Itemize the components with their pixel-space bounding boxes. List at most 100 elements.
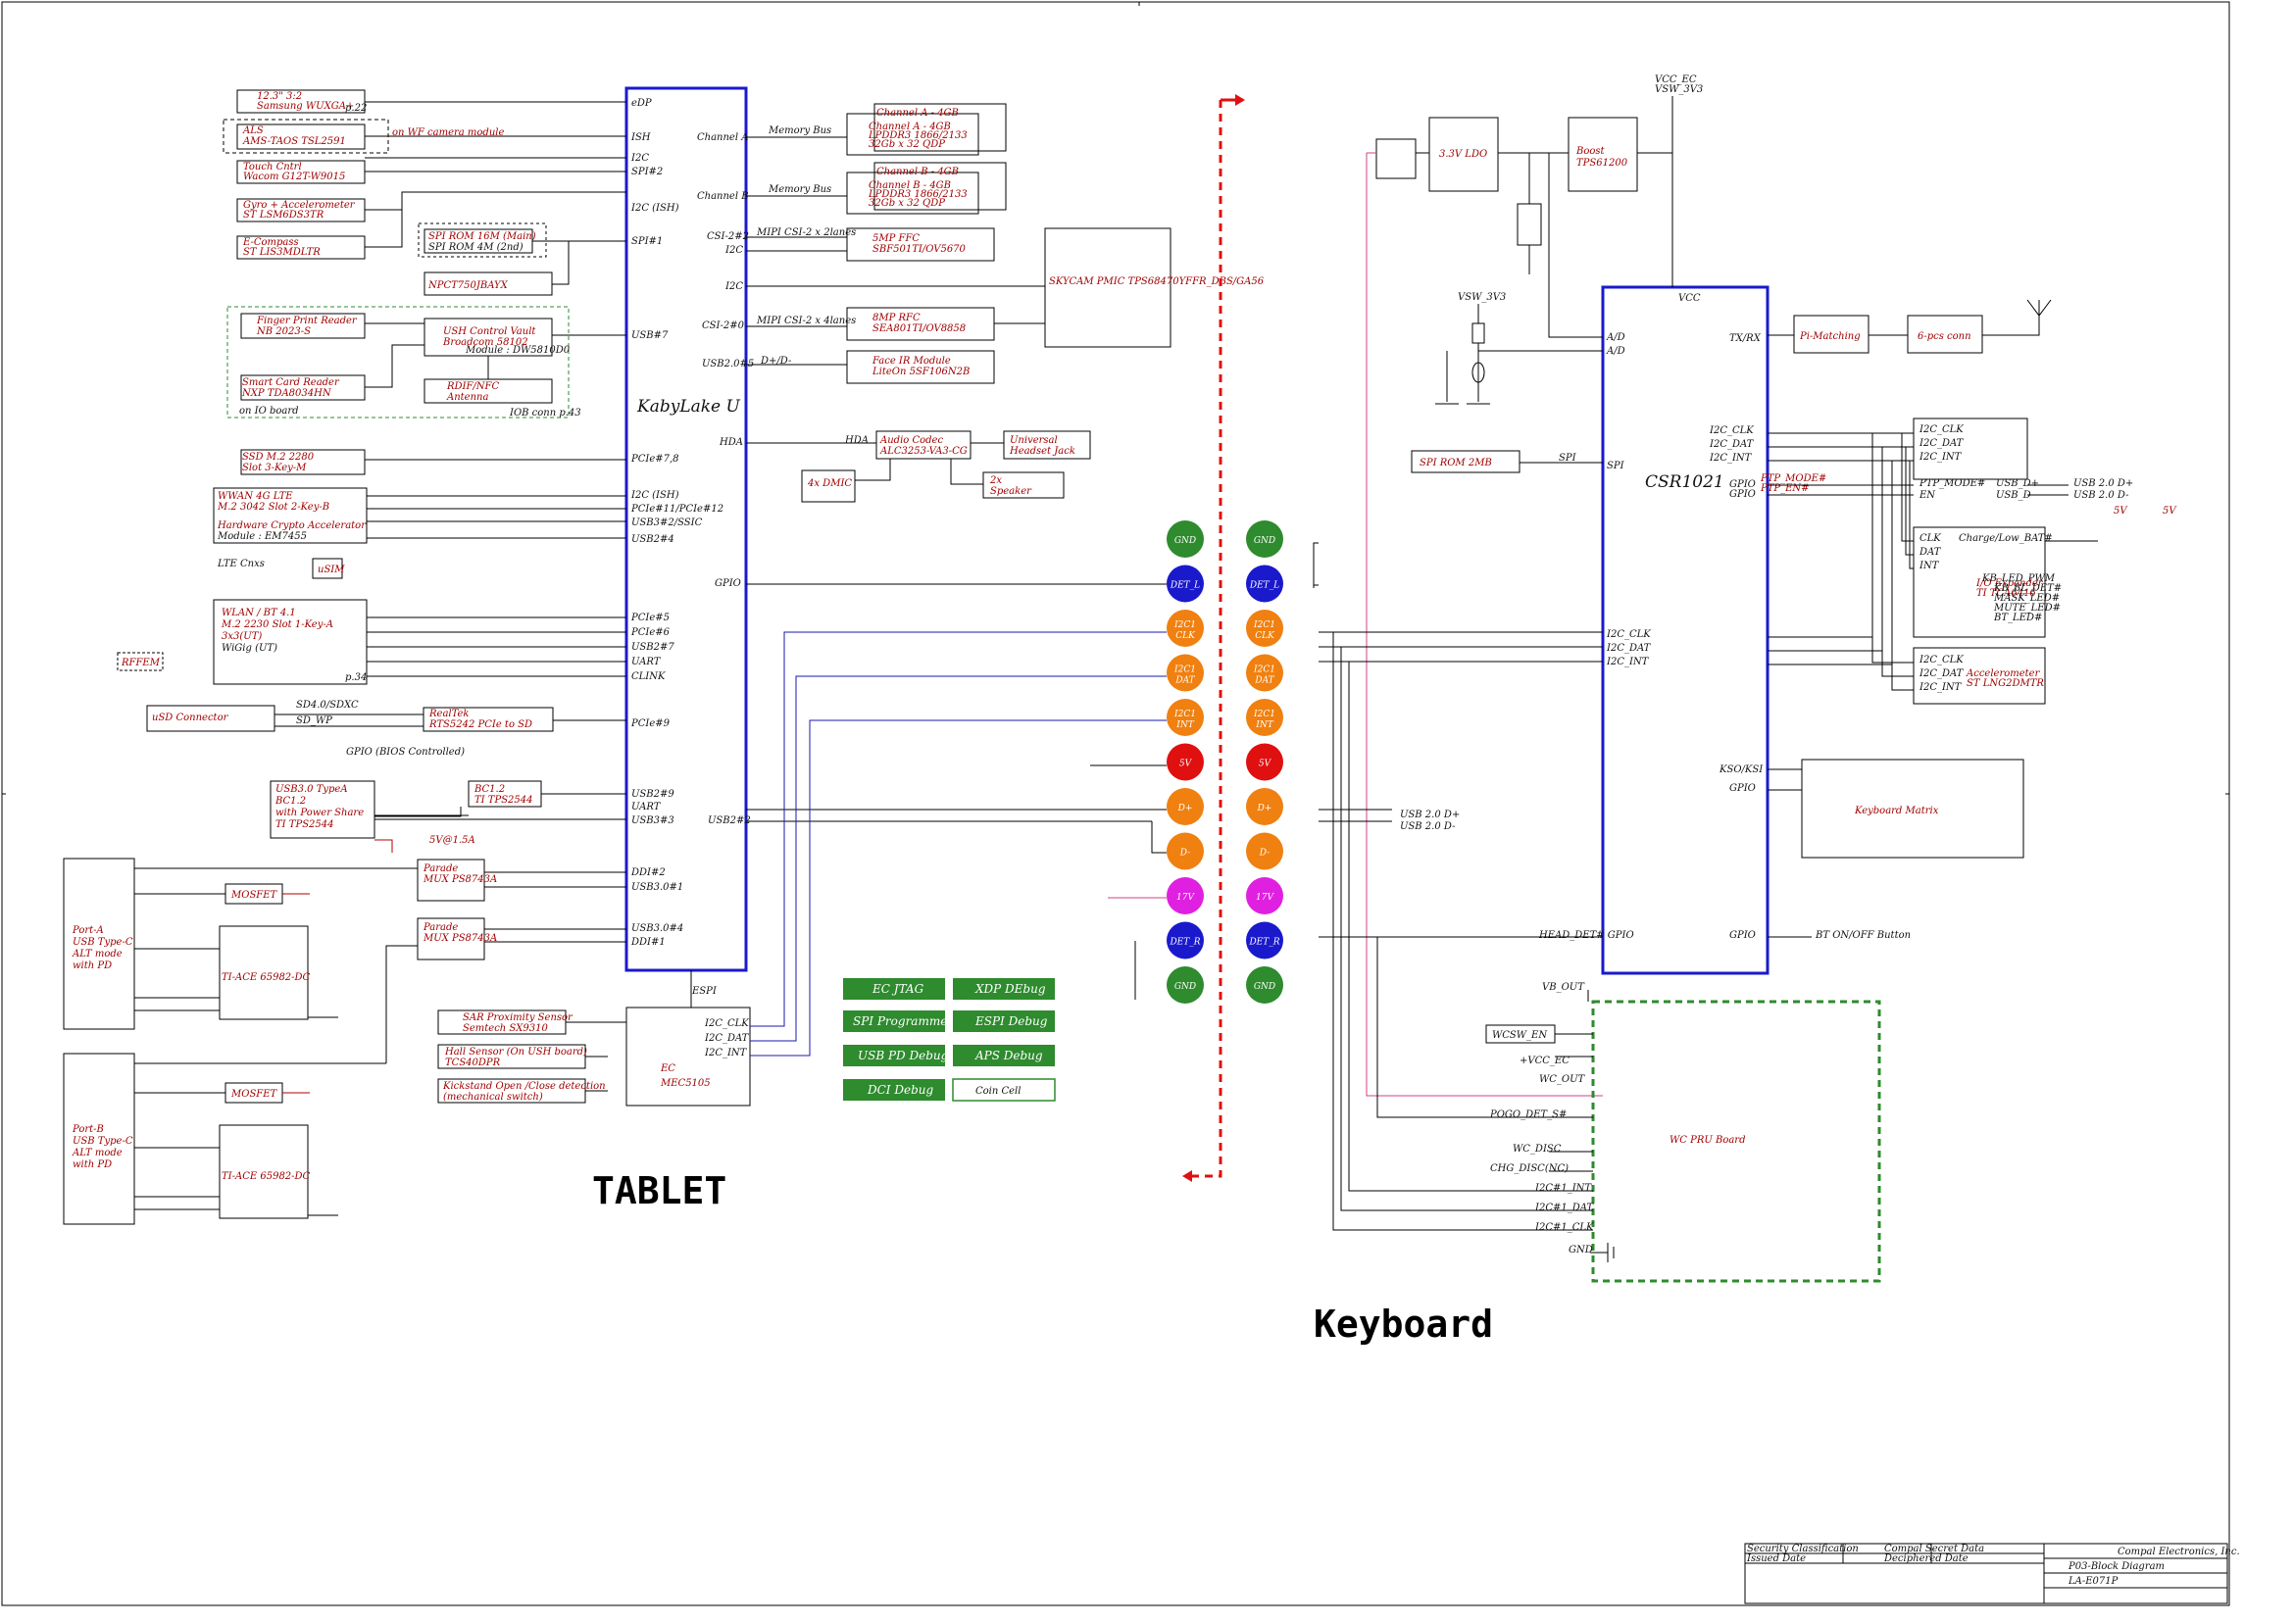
- io-board-label: on IO board: [239, 406, 299, 417]
- pogo-pads-keyboard: GNDDET_LI2C1CLKI2C1DATI2C1INT5VD+D-17VDE…: [1246, 520, 1283, 1004]
- block-line: Touch Cntrl: [243, 162, 302, 172]
- mem-text: Channel A - 4GB: [869, 122, 951, 132]
- pogo-pad: [1167, 743, 1204, 781]
- wc-pru-text: WC PRU Board: [1670, 1135, 1746, 1146]
- pogo-pad: [1246, 610, 1283, 647]
- pogo-pad: [1167, 966, 1204, 1004]
- kb-signal: I2C_DAT: [1709, 439, 1755, 450]
- pogo-pad-label: I2C1: [1253, 665, 1275, 675]
- kb-signal: USB 2.0 D-: [2073, 490, 2129, 501]
- block-line: NB 2023-S: [256, 326, 311, 337]
- pogo-pad-label: I2C1: [1253, 620, 1275, 630]
- port-b-block: [63, 1053, 135, 1225]
- kb-signal: USB_D-: [1996, 490, 2035, 501]
- soc-pin: USB2.0#5: [702, 359, 754, 369]
- pogo-pad-label: GND: [1254, 982, 1275, 992]
- mcu-pin: I2C_INT: [1606, 657, 1650, 667]
- mem-text: LPDDR3 1866/2133: [868, 130, 968, 141]
- mcu-pin: I2C_CLK: [1606, 629, 1651, 640]
- pd-text: TI-ACE 65982-DC: [222, 1171, 311, 1182]
- gpio-bios-label: GPIO (BIOS Controlled): [346, 747, 465, 758]
- sd-wp-label: SD_WP: [296, 715, 332, 726]
- cam-text: SBF501TI/OV5670: [872, 244, 967, 255]
- soc-pin: USB3.0#4: [631, 923, 683, 934]
- mcu-pin: GPIO: [1729, 479, 1756, 490]
- camera-blocks: 5MP FFC SBF501TI/OV5670 MIPI CSI-2 x 2la…: [756, 227, 1265, 384]
- memory-blocks: Channel A - 4GB Channel A - 4GB LPDDR3 1…: [768, 103, 1007, 215]
- hda-label: HDA: [844, 435, 869, 446]
- mem-text: Channel B - 4GB: [869, 180, 951, 191]
- block-line: WLAN / BT 4.1: [222, 608, 296, 618]
- csr1021-box: [1601, 285, 1770, 975]
- debug-button-label: DCI Debug: [867, 1083, 933, 1097]
- pogo-pad-label: DAT: [1254, 676, 1274, 686]
- soc-pin: CLINK: [631, 671, 666, 682]
- pogo-pad-label: DET_R: [1169, 938, 1200, 948]
- port-a-block: [63, 858, 135, 1030]
- wwan-block: [213, 487, 368, 544]
- soc-pin: UART: [631, 802, 662, 812]
- espi-label: ESPI: [691, 986, 718, 997]
- title-row: Security Classification: [1747, 1544, 1859, 1554]
- memory-b-back: [873, 162, 1007, 211]
- kb-signal: GND: [1569, 1245, 1593, 1255]
- audio-text: 2x: [989, 475, 1002, 486]
- kb-signal-labels: I2C_CLK I2C_DAT I2C_INT I2C_CLK I2C_DAT …: [1400, 424, 2177, 1255]
- kb-signal: WC_DISC: [1513, 1144, 1562, 1155]
- pogo-pad-label: CLK: [1255, 631, 1275, 641]
- pogo-pad: [1167, 699, 1204, 736]
- block-line: NPCT750JBAYX: [427, 280, 509, 291]
- block-line: Antenna: [446, 392, 488, 403]
- kb-signal: I2C_CLK: [1919, 655, 1964, 665]
- pogo-pad-label: DET_L: [1249, 581, 1279, 591]
- vcc-ec-label: VSW_3V3: [1655, 84, 1703, 95]
- mcu-pin: GPIO: [1729, 783, 1756, 794]
- soc-pin: Channel A: [697, 132, 748, 143]
- audio-text: 4x DMIC: [807, 478, 852, 489]
- kb-signal: PTP_EN#: [1760, 483, 1810, 494]
- tablet-wiring: [134, 101, 1167, 1216]
- left-peripherals: 12.3" 3:2 Samsung WUXGA+ p.22 ALS AMS-TA…: [117, 89, 606, 1104]
- kb-signal: WC_OUT: [1539, 1074, 1586, 1085]
- block-line: Gyro + Accelerometer: [243, 200, 356, 211]
- debug-button: [843, 978, 945, 1000]
- soc-pin: PCIe#11/PCIe#12: [630, 504, 723, 515]
- kb-signal: EN: [1919, 490, 1936, 501]
- keyboard-title: Keyboard: [1314, 1303, 1493, 1346]
- block-line: SPI ROM 16M (Main): [428, 231, 536, 242]
- soc-pins: eDP ISH I2C SPI#2 I2C (ISH) SPI#1 USB#7 …: [630, 98, 754, 948]
- pogo-pad-label: D+: [1177, 804, 1193, 813]
- pogo-pad-label: 17V: [1256, 893, 1274, 903]
- ec-pin: I2C_DAT: [704, 1033, 750, 1044]
- soc-pin: USB3#2/SSIC: [631, 517, 703, 528]
- block-line: SSD M.2 2280: [242, 452, 315, 463]
- rffem-label: RFFEM: [121, 658, 161, 668]
- speaker-block: [982, 471, 1065, 499]
- keyboard-matrix-block: [1801, 759, 2024, 859]
- soc-pin: DDI#2: [630, 867, 666, 878]
- pogo-pad-label: I2C1: [1173, 665, 1196, 675]
- soc-pin: USB3.0#1: [631, 882, 683, 893]
- mcu-pin: VCC: [1678, 293, 1701, 304]
- block-line: E-Compass: [242, 237, 299, 248]
- memory-b: [846, 172, 979, 215]
- block-line: TI TPS2544: [275, 819, 334, 830]
- kb-signal: PTP_MODE#: [1760, 473, 1826, 484]
- block-line: M.2 2230 Slot 1-Key-A: [221, 619, 333, 630]
- pogo-pads-tablet: GNDDET_LI2C1CLKI2C1DATI2C1INT5VD+D-17VDE…: [1167, 520, 1204, 1004]
- debug-button: [843, 1010, 945, 1032]
- port-text: USB Type-C: [73, 1136, 133, 1147]
- kb-signal: 5V: [2163, 506, 2177, 517]
- kb-signal: USB 2.0 D+: [1400, 810, 1460, 820]
- vcc-ec-label: VCC_EC: [1655, 74, 1697, 85]
- soc-pin: PCIe#6: [630, 627, 671, 638]
- usd-block: [146, 705, 275, 732]
- soc-pin: GPIO: [715, 578, 741, 589]
- pogo-pad-label: GND: [1174, 536, 1196, 546]
- kb-signal: KB_LED_PWM: [1981, 573, 2056, 584]
- soc-pin: CSI-2#0: [702, 320, 745, 331]
- kb-signal: WCSW_EN: [1492, 1030, 1548, 1041]
- soc-pin: UART: [631, 657, 662, 667]
- pi-matching-text: Pi-Matching: [1799, 331, 1861, 342]
